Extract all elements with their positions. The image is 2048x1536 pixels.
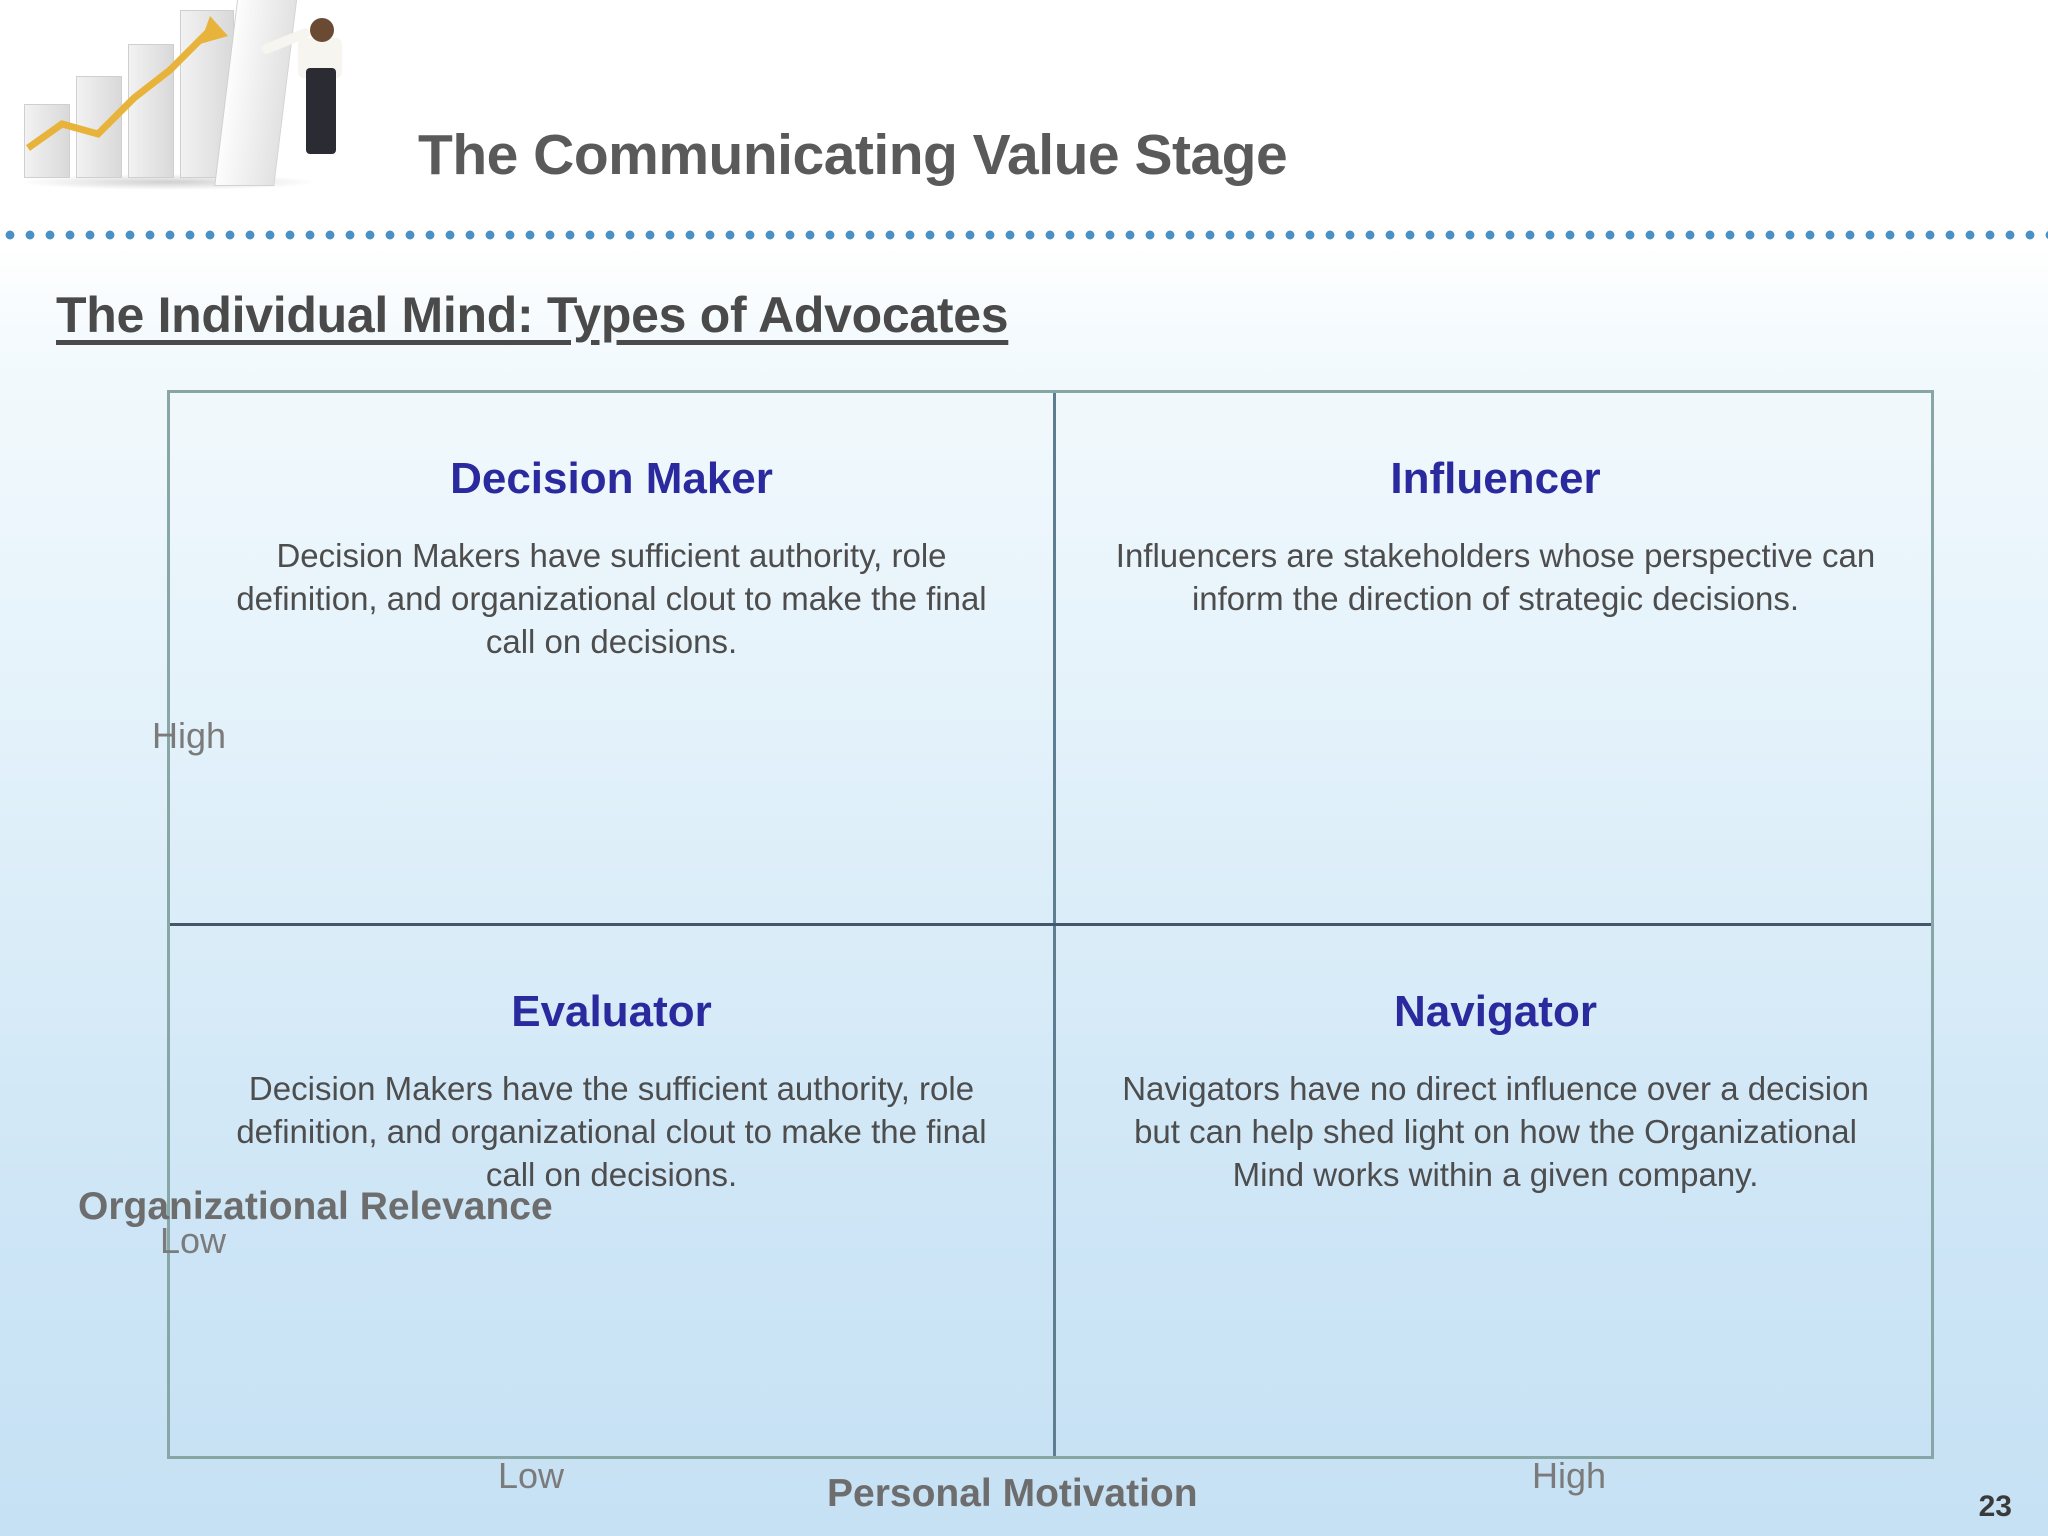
quadrant-body: Navigators have no direct influence over… — [1122, 1070, 1869, 1194]
advocate-types-matrix: Decision Maker Decision Makers have suff… — [167, 390, 1934, 1459]
logo-trend-arrow-icon — [25, 16, 228, 151]
page-title: The Communicating Value Stage — [418, 123, 1288, 187]
quadrant-navigator: Navigator Navigators have no direct infl… — [1054, 926, 1937, 1456]
bar-chart-with-person-icon — [14, 0, 344, 216]
x-axis-title: Personal Motivation — [827, 1472, 1198, 1515]
logo-bar-1 — [24, 104, 70, 178]
y-axis-low-label: Low — [160, 1220, 227, 1261]
x-axis-low-label: Low — [498, 1455, 565, 1496]
matrix-horizontal-divider — [170, 923, 1931, 926]
y-axis-high-label: High — [152, 715, 227, 756]
quadrant-title: Influencer — [1390, 454, 1601, 503]
page-number: 23 — [1978, 1490, 2012, 1523]
quadrant-title: Decision Maker — [450, 454, 773, 503]
quadrant-title: Evaluator — [511, 987, 712, 1036]
logo-bar-3 — [128, 44, 174, 178]
dotted-divider — [0, 228, 2048, 242]
quadrant-influencer: Influencer Influencers are stakeholders … — [1054, 393, 1937, 923]
quadrant-body: Influencers are stakeholders whose persp… — [1115, 537, 1876, 618]
quadrant-body: Decision Makers have sufficient authorit… — [236, 537, 987, 661]
quadrant-body: Decision Makers have the sufficient auth… — [236, 1070, 987, 1194]
x-axis-high-label: High — [1532, 1455, 1607, 1496]
logo-person-head — [310, 18, 334, 42]
quadrant-evaluator: Evaluator Decision Makers have the suffi… — [170, 926, 1053, 1456]
logo-person-legs — [306, 68, 336, 154]
section-heading: The Individual Mind: Types of Advocates — [56, 287, 1009, 343]
y-axis-title: Organizational Relevance — [78, 1185, 553, 1228]
slide-header: The Communicating Value Stage — [0, 0, 2048, 232]
quadrant-decision-maker: Decision Maker Decision Makers have suff… — [170, 393, 1053, 923]
quadrant-title: Navigator — [1394, 987, 1597, 1036]
